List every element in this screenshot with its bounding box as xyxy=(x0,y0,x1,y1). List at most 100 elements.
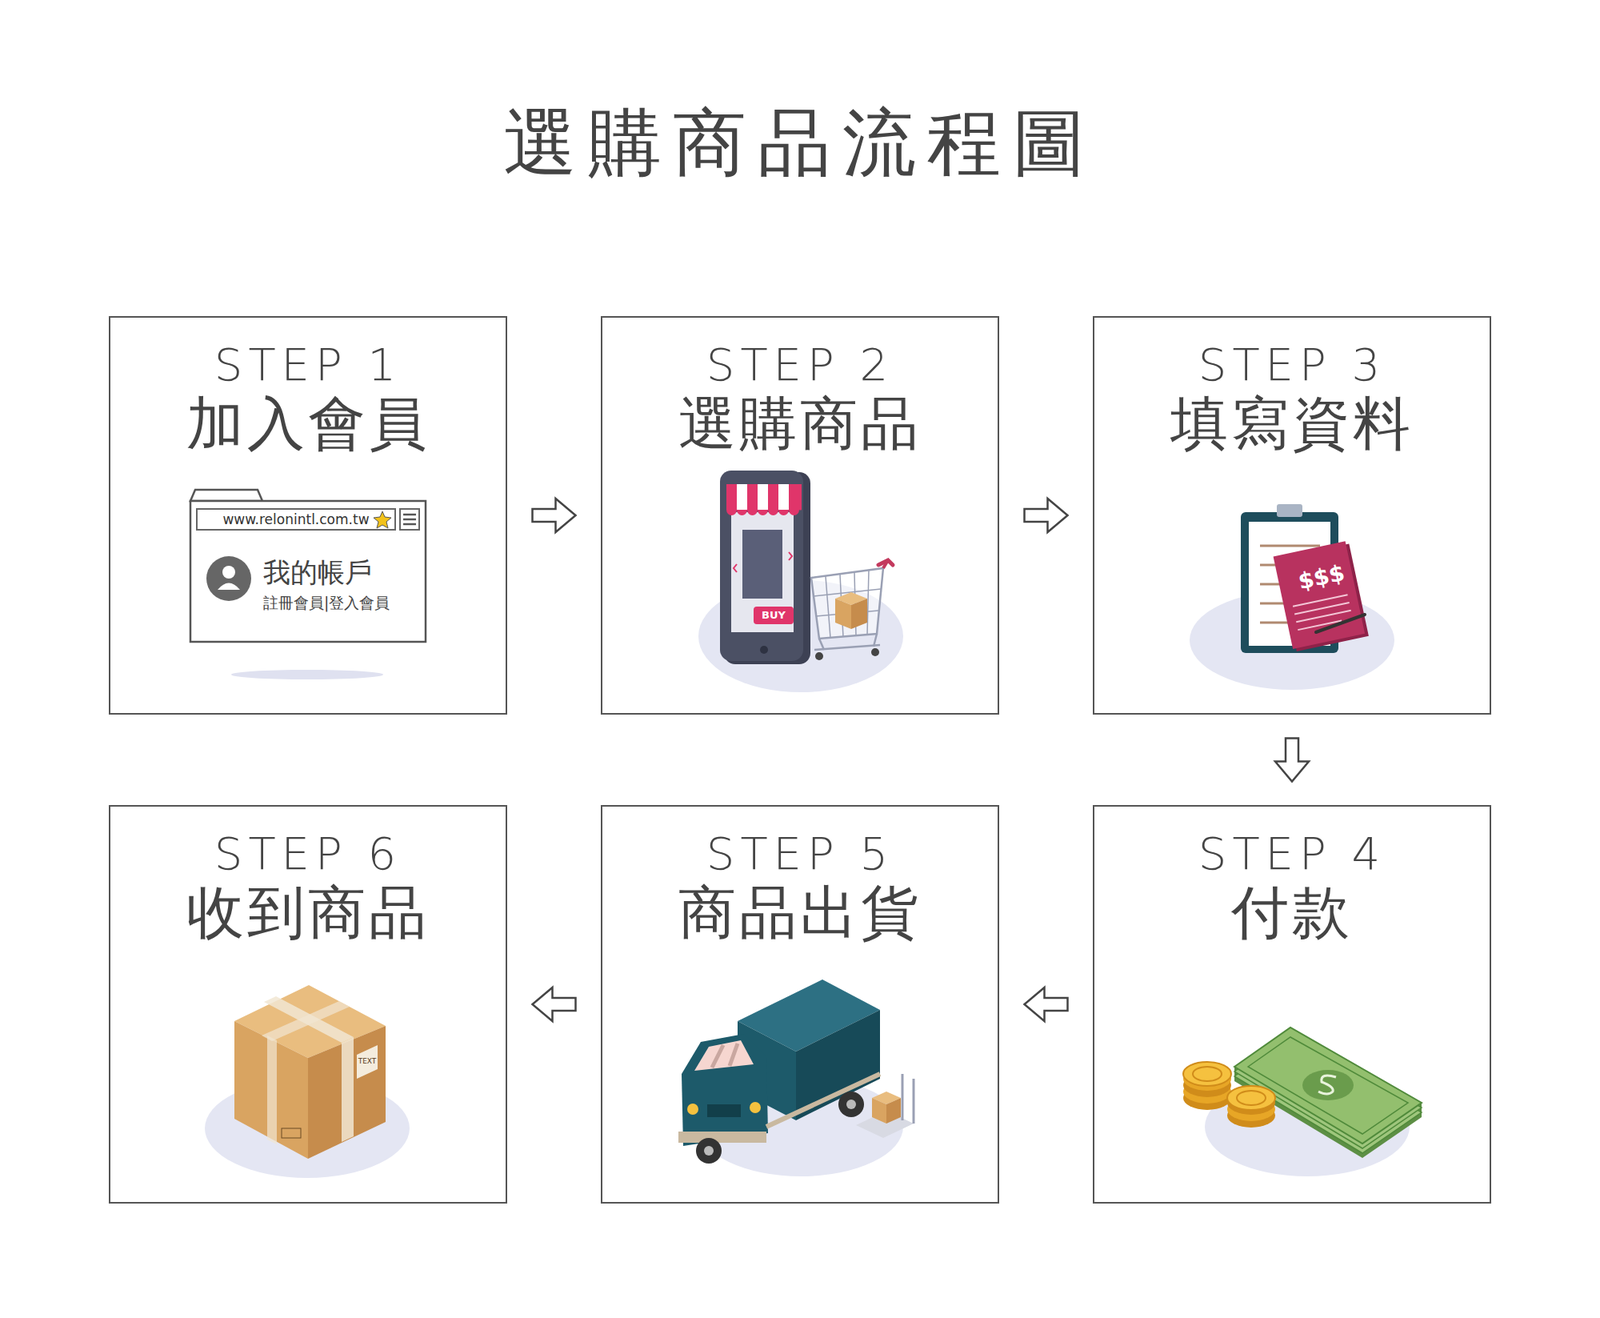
parcel-box-icon xyxy=(234,1020,308,1159)
shopping-cart xyxy=(819,638,824,650)
step-title: 選購商品 xyxy=(678,389,922,457)
browser-window-icon xyxy=(190,489,263,501)
price-mark: $$$ xyxy=(1296,560,1348,595)
flow-arrow xyxy=(532,987,576,1021)
step-number: STEP 6 xyxy=(214,828,402,879)
delivery-truck-icon xyxy=(678,979,914,1176)
awning xyxy=(726,484,802,516)
shop-phone-icon xyxy=(760,645,768,654)
delivery-truck-icon xyxy=(681,1033,768,1146)
form-clipboard-icon xyxy=(1273,540,1366,649)
hand-truck xyxy=(886,1097,901,1124)
coins xyxy=(1236,1090,1266,1105)
browser-window-icon xyxy=(196,508,396,530)
step-title: 收到商品 xyxy=(186,878,430,946)
delivery-truck-icon xyxy=(704,1145,714,1156)
account-links: 註冊會員|登入會員 xyxy=(263,594,390,612)
delivery-truck-icon xyxy=(678,1131,767,1143)
delivery-truck-icon xyxy=(707,1104,741,1117)
shop-phone-icon xyxy=(733,564,737,572)
hand-truck xyxy=(912,1078,916,1124)
shop-phone-icon xyxy=(731,512,794,632)
shopping-cart xyxy=(811,560,893,660)
step-box: STEP 6收到商品 xyxy=(108,804,508,1204)
form-clipboard-icon xyxy=(1316,614,1365,632)
browser-window-icon xyxy=(222,565,236,579)
form-clipboard-icon xyxy=(1189,504,1395,690)
delivery-truck-icon xyxy=(838,1091,864,1117)
coins xyxy=(1192,1066,1222,1081)
parcel-box-icon xyxy=(341,1036,354,1142)
step-title: 付款 xyxy=(1231,878,1353,946)
awning xyxy=(747,484,758,510)
flow-arrow xyxy=(1024,498,1068,532)
shopping-cart xyxy=(883,560,888,568)
shopping-cart xyxy=(825,576,831,638)
step-box: STEP 4付款 xyxy=(1092,804,1492,1204)
awning xyxy=(726,509,802,516)
parcel-box-icon xyxy=(281,1128,301,1138)
url-text: www.relonintl.com.tw xyxy=(222,512,369,528)
delivery-truck-icon xyxy=(712,1044,724,1068)
money-icon xyxy=(1183,1027,1422,1176)
parcel-box-icon xyxy=(261,1000,350,1041)
delivery-truck-icon xyxy=(729,1043,738,1066)
step-title: 商品出貨 xyxy=(678,878,922,946)
parcel-box-icon xyxy=(204,984,410,1178)
browser-window-icon xyxy=(373,511,392,528)
delivery-truck-icon xyxy=(846,1099,856,1109)
step-number: STEP 1 xyxy=(214,340,402,390)
delivery-truck-icon xyxy=(766,1073,880,1127)
flow-arrow xyxy=(1275,738,1309,782)
step-box: STEP 2選購商品 xyxy=(600,316,1000,715)
hand-truck xyxy=(872,1097,887,1124)
delivery-truck-icon xyxy=(694,1040,754,1071)
shop-phone-icon xyxy=(720,470,804,661)
step-number: STEP 4 xyxy=(1198,828,1386,879)
coins xyxy=(1183,1061,1276,1128)
form-clipboard-icon xyxy=(1276,504,1303,517)
flow-arrow xyxy=(1024,987,1068,1021)
box-label: TEXT xyxy=(358,1057,377,1066)
browser-window-icon xyxy=(231,669,384,680)
browser-window-icon xyxy=(403,518,416,521)
step-number: STEP 5 xyxy=(706,828,894,879)
step-box: STEP 3填寫資料 xyxy=(1092,316,1492,715)
form-clipboard-icon xyxy=(1296,610,1351,623)
diagram-title: 選購商品流程圖 xyxy=(0,102,1600,184)
shopping-cart xyxy=(835,598,852,629)
browser-window-icon xyxy=(190,500,426,642)
flow-arrow xyxy=(532,498,576,532)
shop-phone-icon xyxy=(753,606,794,624)
form-clipboard-icon xyxy=(1273,540,1369,652)
step-title: 填寫資料 xyxy=(1170,389,1414,457)
browser-window-icon xyxy=(190,489,426,680)
shopping-cart xyxy=(871,648,880,656)
money-icon xyxy=(1302,1069,1354,1100)
awning xyxy=(788,484,802,510)
step-box: STEP 5商品出貨 xyxy=(600,804,1000,1204)
money-icon xyxy=(1318,1075,1336,1094)
browser-window-icon xyxy=(403,513,416,516)
account-title: 我的帳戶 xyxy=(263,557,372,588)
awning xyxy=(768,484,779,510)
form-clipboard-icon xyxy=(1260,544,1320,548)
money-icon xyxy=(1234,1027,1422,1144)
coins xyxy=(1227,1085,1276,1110)
delivery-truck-icon xyxy=(749,1101,761,1113)
parcel-box-icon xyxy=(356,1044,378,1079)
hand-truck xyxy=(901,1073,904,1120)
shopping-cart xyxy=(814,644,880,650)
delivery-truck-icon xyxy=(696,1137,722,1164)
step-number: STEP 2 xyxy=(706,340,894,390)
buy-button-text: BUY xyxy=(761,609,786,621)
shop-phone-icon xyxy=(788,552,792,560)
awning xyxy=(726,484,737,510)
browser-window-icon xyxy=(400,508,420,530)
shop-phone-icon xyxy=(698,470,904,692)
shopping-cart xyxy=(851,598,868,629)
shop-phone-icon xyxy=(742,529,783,599)
